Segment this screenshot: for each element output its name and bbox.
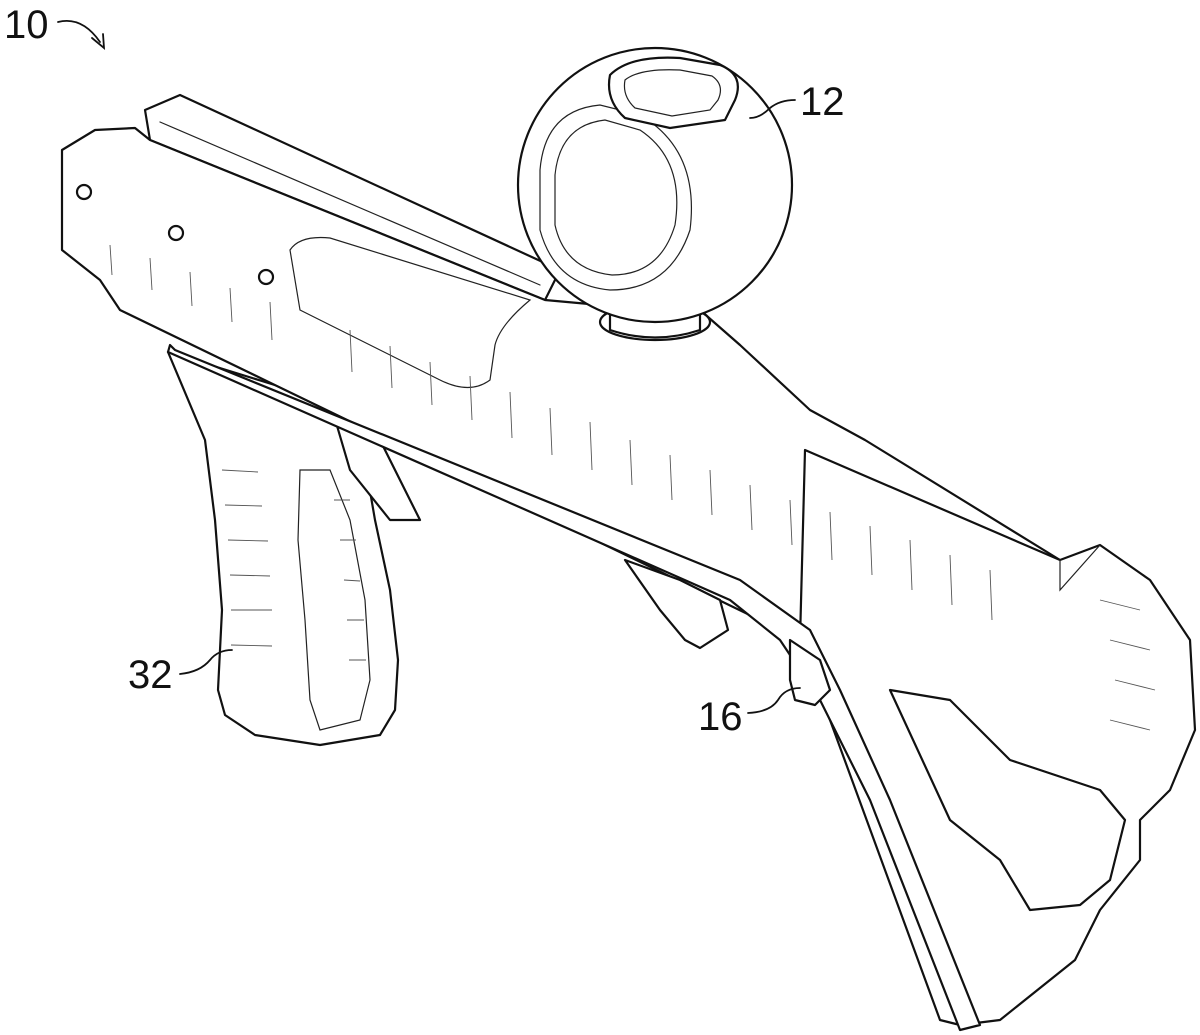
- ball-controller: [516, 46, 794, 342]
- ref-numeral-16: 16: [698, 695, 743, 739]
- leader-line-12: [749, 99, 796, 119]
- ref-numeral-10: 10: [4, 3, 49, 47]
- ref-numeral-32: 32: [128, 653, 173, 697]
- leader-line-32: [179, 649, 233, 675]
- leader-line-10: [57, 20, 101, 43]
- leader-arrow-10: [91, 33, 106, 51]
- leader-line-16: [747, 687, 801, 714]
- ref-numeral-12: 12: [800, 80, 845, 124]
